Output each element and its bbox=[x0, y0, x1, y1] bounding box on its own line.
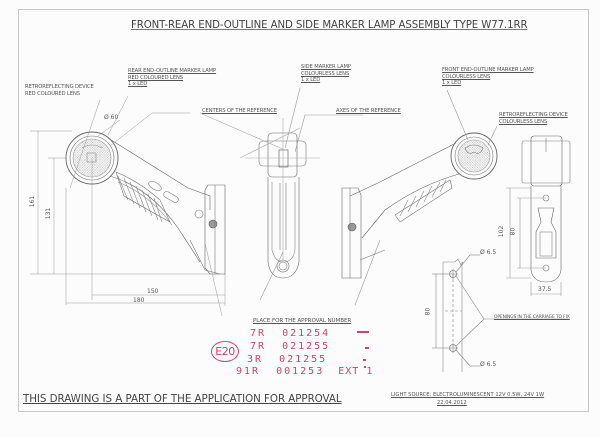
dim-height-total: 161 bbox=[29, 195, 37, 208]
callout-line: COLOURLESS LENS bbox=[301, 70, 350, 77]
dim-lens-diameter: Ø 60 bbox=[104, 114, 119, 121]
drawing-title: FRONT-REAR END-OUTLINE AND SIDE MARKER L… bbox=[131, 20, 528, 31]
callout-front-lamp: FRONT END-OUTLINE MARKER LAMP COLOURLESS… bbox=[442, 67, 534, 87]
stamp-mark bbox=[357, 331, 369, 333]
callout-line: RED COLOURED LENS bbox=[128, 74, 183, 81]
stamp-number: 021254 bbox=[282, 328, 331, 339]
drawing-frame bbox=[18, 9, 589, 412]
callout-line: COLOURLESS LENS bbox=[442, 73, 491, 80]
callout-openings: OPENINGS IN THE CARRIAGE TO FIX bbox=[494, 315, 570, 322]
callout-line: SIDE MARKER LAMP bbox=[301, 64, 351, 70]
callout-line: FRONT END-OUTLINE MARKER LAMP bbox=[442, 67, 534, 73]
stamp-line-2: 7R 021255 bbox=[250, 341, 330, 352]
footer-light-source: LIGHT SOURCE: ELECTROLUMINESCENT 12V 0.5… bbox=[391, 392, 545, 398]
callout-approval-place: PLACE FOR THE APPROVAL NUMBER bbox=[253, 318, 351, 325]
callout-side-lamp: SIDE MARKER LAMP COLOURLESS LENS 1 x LED bbox=[301, 64, 351, 84]
callout-line: CENTERS OF THE REFERENCE bbox=[202, 108, 277, 114]
mounting-holes-view bbox=[432, 254, 570, 372]
stamp-suffix: EXT 1 bbox=[338, 366, 374, 377]
stamp-code: 3R bbox=[247, 354, 264, 365]
right-lamp-view bbox=[341, 89, 498, 279]
dim-hole-top: Ø 6.5 bbox=[480, 249, 497, 256]
callout-line: RED COLOURED LENS bbox=[25, 90, 80, 97]
dim-hole-spacing: 80 bbox=[424, 307, 432, 316]
footer-approval-note: THIS DRAWING IS A PART OF THE APPLICATIO… bbox=[23, 393, 342, 405]
callout-line: 1 x LED bbox=[128, 81, 148, 88]
callout-line: OPENINGS IN THE CARRIAGE TO FIX bbox=[494, 315, 570, 320]
e-approval-mark: E20 bbox=[211, 341, 239, 362]
callout-retro-colourless: RETROREFLECTING DEVICE COLOURLESS LENS bbox=[499, 112, 568, 125]
stamp-mark bbox=[364, 366, 366, 368]
stamp-mark bbox=[363, 359, 366, 361]
footer-date: 22.04.2012 bbox=[437, 400, 467, 406]
dim-width-total: 180 bbox=[133, 297, 145, 304]
callout-line: RETROREFLECTING DEVICE bbox=[499, 112, 568, 118]
callout-line: RETROREFLECTING DEVICE bbox=[25, 84, 94, 90]
stamp-line-4: 91R 001253 EXT 1 bbox=[236, 366, 373, 377]
dim-side-width: 37.5 bbox=[538, 286, 552, 293]
dim-hole-bottom: Ø 6.5 bbox=[480, 361, 497, 368]
dim-width-center: 150 bbox=[147, 288, 159, 295]
stamp-number: 021255 bbox=[282, 341, 331, 352]
stamp-line-3: 3R 021255 bbox=[247, 354, 327, 365]
callout-line: 1 x LED bbox=[301, 77, 321, 84]
stamp-number: 021255 bbox=[279, 354, 328, 365]
callout-line: AXES OF THE REFERENCE bbox=[336, 108, 401, 114]
callout-retro-red: RETROREFLECTING DEVICE RED COLOURED LENS bbox=[25, 84, 94, 97]
callout-line: 1 x LED bbox=[442, 80, 462, 87]
callout-line: REAR END-OUTLINE MARKER LAMP bbox=[128, 68, 217, 74]
far-right-lamp-view bbox=[506, 135, 571, 296]
callout-rear-lamp: REAR END-OUTLINE MARKER LAMP RED COLOURE… bbox=[128, 68, 216, 88]
stamp-code: 91R bbox=[236, 366, 261, 377]
callout-centers: CENTERS OF THE REFERENCE bbox=[202, 108, 277, 115]
stamp-code: 7R bbox=[250, 341, 267, 352]
left-lamp-view bbox=[65, 131, 226, 275]
center-lamp-view bbox=[199, 87, 381, 306]
callout-axes: AXES OF THE REFERENCE bbox=[336, 108, 401, 115]
dim-side-height-outer: 102 bbox=[498, 225, 506, 238]
stamp-mark bbox=[365, 347, 369, 349]
dim-side-height-inner: 80 bbox=[509, 227, 517, 236]
dim-height-center: 131 bbox=[45, 207, 53, 220]
stamp-number: 001253 bbox=[276, 366, 325, 377]
callout-line: PLACE FOR THE APPROVAL NUMBER bbox=[253, 318, 352, 324]
stamp-code: 7R bbox=[250, 328, 267, 339]
callout-line: COLOURLESS LENS bbox=[499, 118, 548, 125]
stamp-line-1: 7R 021254 bbox=[250, 328, 330, 339]
